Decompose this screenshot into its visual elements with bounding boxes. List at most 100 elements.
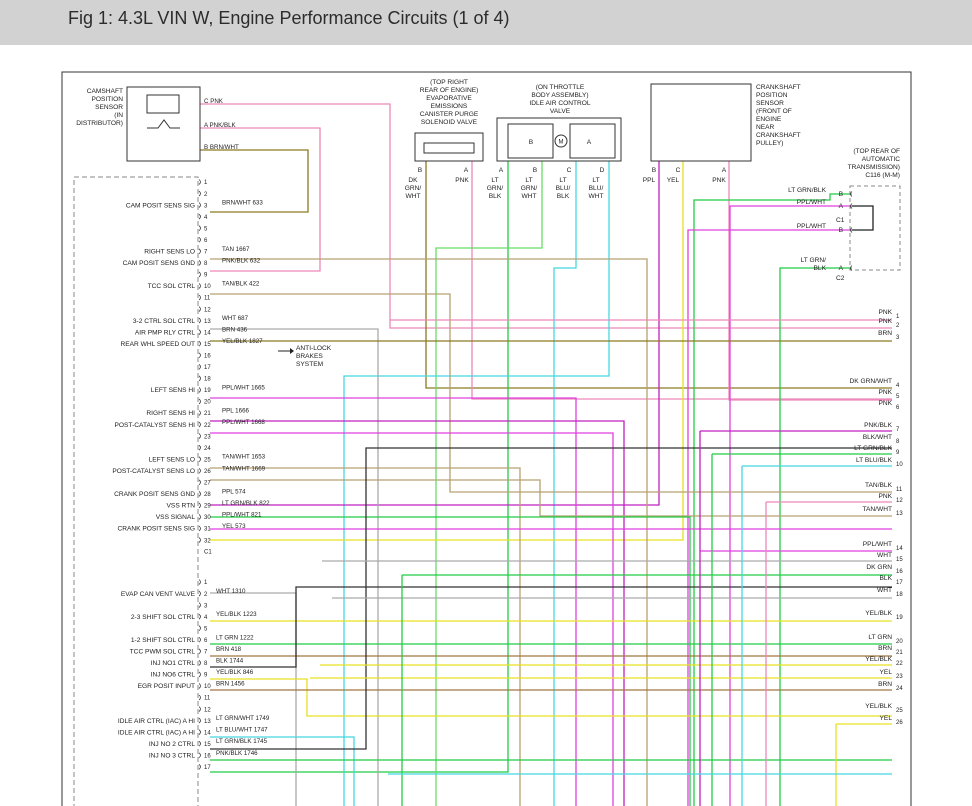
cmp-sensor-label: CAMSHAFT: [87, 88, 123, 95]
pin-terminal: [198, 213, 201, 220]
iac-wire-label: LT: [592, 177, 599, 184]
pin-label: POST-CATALYST SENS LO: [112, 468, 195, 475]
right-wire-label: BRN: [878, 330, 892, 337]
right-wire-label: BLK/WHT: [863, 434, 892, 441]
pin-terminal: [198, 602, 201, 608]
right-wire-label: PNK: [878, 318, 892, 325]
wire-blk-1744: [210, 586, 892, 668]
pin-label: VSS SIGNAL: [156, 514, 196, 521]
wire-tan-wht-1669: [210, 479, 892, 517]
wire-label: TAN/BLK 422: [222, 280, 260, 287]
wire-brn-wht: [200, 149, 309, 213]
evap-label: EVAPORATIVE: [426, 95, 472, 102]
pin-number: 2: [204, 592, 208, 598]
iac-label: IDLE AIR CONTROL: [529, 100, 591, 107]
wire-tan-wht-1653: [210, 467, 521, 806]
wire-label: WHT 687: [222, 315, 249, 322]
cmp-sensor-label: SENSOR: [95, 104, 123, 111]
ckp-label: NEAR: [756, 124, 775, 131]
c116-box: [849, 185, 901, 271]
iac-inner: A: [587, 139, 592, 146]
wire-lt-grn-blk-822: [693, 193, 852, 806]
pin-number: 24: [204, 446, 211, 452]
components-layer: [73, 83, 901, 806]
right-wire-label: PPL/WHT: [863, 541, 892, 548]
pin-label: LEFT SENS LO: [149, 456, 195, 463]
pin-label: LEFT SENS HI: [151, 387, 195, 394]
connector-c1-label: C1: [204, 550, 212, 556]
wire-label: PPL 1666: [222, 408, 250, 415]
right-pin-number: 9: [896, 450, 900, 456]
ckp-label: CRANKSHAFT: [756, 132, 801, 139]
diagram-frame: [61, 71, 912, 806]
wire-yel-573: [210, 161, 684, 541]
pin-terminal: [198, 660, 201, 666]
pin-terminal: [198, 502, 201, 509]
right-wire-label: PNK: [878, 309, 892, 316]
cmp-sensor-label: POSITION: [91, 96, 123, 103]
c116-label: TRANSMISSION): [848, 164, 900, 171]
pin-number: 7: [204, 250, 208, 256]
pin-label: INJ NO1 CTRL: [151, 660, 196, 667]
figure-title: Fig 1: 4.3L VIN W, Engine Performance Ci…: [68, 8, 510, 28]
iac-label: (ON THROTTLE: [536, 84, 585, 91]
evap-coil: [423, 142, 475, 154]
pin-label: INJ NO 2 CTRL: [149, 741, 195, 748]
wire-iac-c: [553, 161, 577, 806]
wire-label: YEL/BLK 1223: [216, 611, 257, 618]
right-pin-number: 23: [896, 674, 903, 680]
pin-label: INJ NO6 CTRL: [151, 672, 196, 679]
evap-label: SOLENOID VALVE: [421, 119, 478, 126]
wire-label: WHT 1310: [216, 588, 246, 595]
right-pin-number: 12: [896, 498, 903, 504]
wire-ppl-574: [210, 161, 660, 506]
evap-box: [414, 132, 484, 162]
pin-number: 27: [204, 481, 211, 487]
pin-terminal: [198, 537, 201, 543]
pin-terminal: [198, 752, 201, 759]
ckp-box: [650, 83, 752, 162]
pin-label: 2-3 SHIFT SOL CTRL: [131, 614, 195, 621]
right-pin-number: 18: [896, 592, 903, 598]
right-pin-number: 5: [896, 394, 900, 400]
c116-terminal: [850, 227, 853, 233]
ckp-wire-label: PPL: [643, 177, 656, 184]
right-pin-number: 4: [896, 383, 900, 389]
right-wire-label: WHT: [877, 587, 892, 594]
pin-terminal: [198, 340, 201, 347]
evap-wire-label: PNK: [455, 177, 469, 184]
pin-number: 28: [204, 492, 211, 498]
cmp-pin-label: A PNK/BLK: [204, 122, 237, 129]
iac-pin: A: [499, 167, 504, 174]
right-pin-number: 17: [896, 580, 903, 586]
pin-number: 9: [204, 273, 208, 279]
pin-terminal: [198, 613, 201, 620]
pin-terminal: [198, 306, 201, 312]
pin-number: 1: [204, 580, 208, 586]
right-pin-number: 7: [896, 427, 900, 433]
iac-wire-label: WHT: [521, 193, 536, 200]
wire-ppl-wht-821: [729, 205, 852, 806]
c116-wire-label: LT GRN/BLK: [788, 187, 826, 194]
pcm-box: [73, 176, 199, 806]
pin-number: 2: [204, 192, 208, 198]
pin-label: CAM POSIT SENS GND: [123, 260, 196, 267]
pin-terminal: [198, 421, 201, 428]
wire-ppl-wht-1665: [210, 397, 577, 806]
wire-pnk-5: [471, 161, 892, 400]
pin-number: 14: [204, 330, 211, 336]
pin-terminal: [198, 248, 201, 255]
wire-label: LT BLU/WHT 1747: [216, 727, 268, 734]
wire-label: PNK/BLK 1746: [216, 750, 258, 757]
pin-terminal: [198, 410, 201, 416]
pin-label: RIGHT SENS LO: [144, 249, 195, 256]
cmp-sensor-label: (IN: [114, 112, 123, 119]
pin-terminal: [198, 387, 201, 393]
evap-label: EMISSIONS: [431, 103, 468, 110]
right-wire-label: PNK: [878, 389, 892, 396]
pin-label: POST-CATALYST SENS HI: [115, 422, 196, 429]
c116-label: (TOP REAR OF: [853, 148, 900, 155]
pin-number: 22: [204, 423, 211, 429]
pin-terminal: [198, 444, 201, 451]
